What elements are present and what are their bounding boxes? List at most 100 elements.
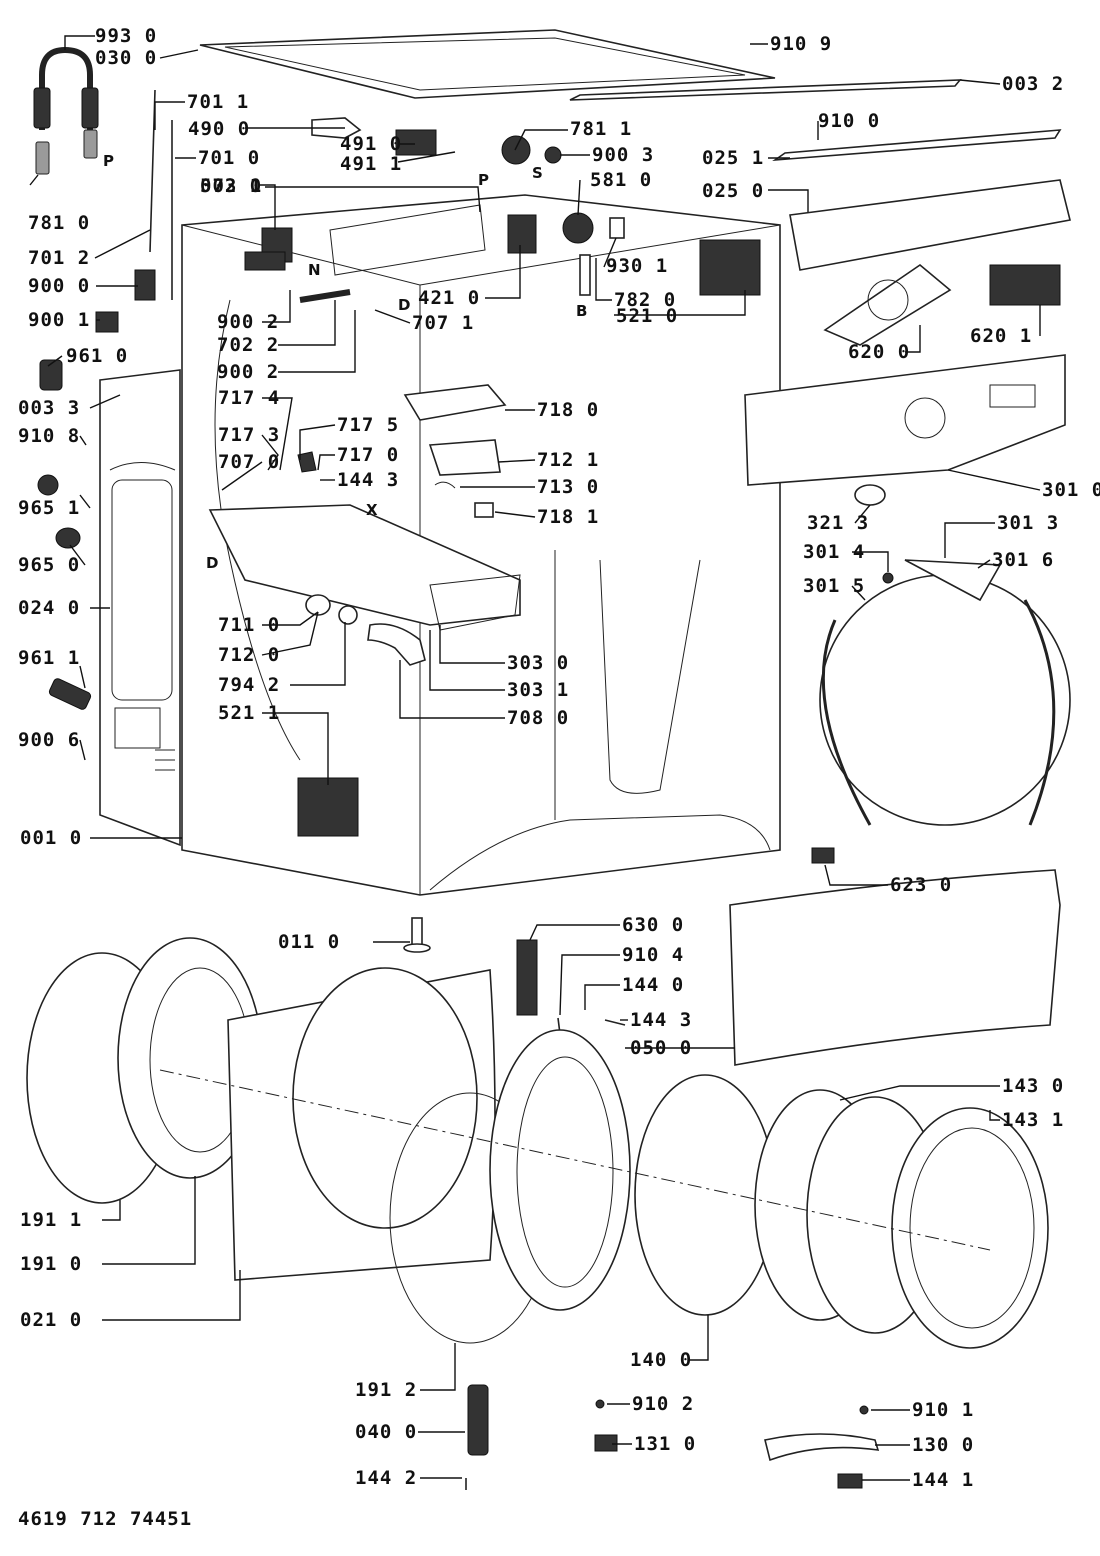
part-label: 900 1 xyxy=(28,309,90,331)
pressure-switch-581 xyxy=(562,212,594,244)
part-label: 140 0 xyxy=(630,1349,692,1371)
part-label: 794 2 xyxy=(218,674,280,696)
part-label: 965 1 xyxy=(18,497,80,519)
clip-900-0 xyxy=(134,269,156,301)
door-glass-140 xyxy=(634,1074,776,1316)
part-label: 303 1 xyxy=(507,679,569,701)
letter-marker: D xyxy=(398,296,410,314)
part-label: 521 0 xyxy=(616,305,678,327)
ring-144-0 xyxy=(489,1029,631,1311)
part-label: 011 0 xyxy=(278,931,340,953)
part-label: 718 0 xyxy=(537,399,599,421)
part-label: 491 0 xyxy=(340,133,402,155)
part-label: 030 0 xyxy=(95,47,157,69)
part-965-0 xyxy=(55,527,81,549)
part-label: 708 0 xyxy=(507,707,569,729)
front-panel-021 xyxy=(227,967,496,1281)
kickplate-050 xyxy=(729,869,1061,1066)
foot-011 xyxy=(403,917,431,953)
part-label: 620 1 xyxy=(970,325,1032,347)
part-label: 781 0 xyxy=(28,212,90,234)
part-label: 702 2 xyxy=(217,334,279,356)
door-143-1 xyxy=(891,1107,1049,1349)
board-620-1 xyxy=(989,264,1061,306)
part-label: 521 1 xyxy=(218,702,280,724)
dispenser-part xyxy=(208,504,521,631)
part-label: 717 0 xyxy=(337,444,399,466)
part-131 xyxy=(594,1434,618,1452)
clamp-900-3 xyxy=(544,146,562,164)
part-label: 490 0 xyxy=(188,118,250,140)
part-label: 910 1 xyxy=(912,1399,974,1421)
door-lock-630 xyxy=(516,939,538,1016)
letter-marker: D xyxy=(206,554,218,572)
letter-marker: N xyxy=(308,261,321,279)
part-label: 144 2 xyxy=(355,1467,417,1489)
part-label: 303 0 xyxy=(507,652,569,674)
letter-marker: B xyxy=(576,302,587,320)
part-label: 782 0 xyxy=(614,289,676,311)
part-965-1 xyxy=(37,474,59,496)
letter-marker: P xyxy=(103,152,114,170)
front-ring-301-3 xyxy=(819,559,1071,826)
knob-321 xyxy=(854,484,886,506)
part-label: 965 0 xyxy=(18,554,80,576)
part-label: 707 1 xyxy=(412,312,474,334)
part-label: 620 0 xyxy=(848,341,910,363)
part-label: 003 2 xyxy=(1002,73,1064,95)
hose-708 xyxy=(367,623,426,666)
control-panel-301 xyxy=(744,354,1066,486)
part-label: 572 0 xyxy=(200,175,262,197)
part-label: 900 2 xyxy=(217,361,279,383)
hinge-040 xyxy=(467,1384,489,1456)
panel-strip-part xyxy=(772,129,1062,162)
part-label: 900 0 xyxy=(28,275,90,297)
part-label: 021 0 xyxy=(20,1309,82,1331)
part-label: 001 0 xyxy=(20,827,82,849)
cabinet-part xyxy=(181,194,781,896)
rod-701-1 xyxy=(149,89,156,253)
part-label: 301 6 xyxy=(992,549,1054,571)
part-label: 930 1 xyxy=(606,255,668,277)
spring-713 xyxy=(434,481,456,489)
back-panel-part xyxy=(99,369,181,847)
component-421 xyxy=(507,214,537,254)
part-label: 701 0 xyxy=(198,147,260,169)
part-label: 301 5 xyxy=(803,575,865,597)
hose-702 xyxy=(299,289,351,303)
part-label: 623 0 xyxy=(890,874,952,896)
inlet-hose-part xyxy=(33,46,99,175)
part-label: 301 4 xyxy=(803,541,865,563)
part-label: 301 3 xyxy=(997,512,1059,534)
part-718-1 xyxy=(474,502,494,518)
part-label: 713 0 xyxy=(537,476,599,498)
part-label: 910 0 xyxy=(818,110,880,132)
part-label: 910 2 xyxy=(632,1393,694,1415)
leader-lines xyxy=(29,35,1041,1481)
ring-794 xyxy=(338,605,358,625)
part-label: 003 3 xyxy=(18,397,80,419)
part-label: 781 1 xyxy=(570,118,632,140)
part-label: 191 0 xyxy=(20,1253,82,1275)
part-label: 024 0 xyxy=(18,597,80,619)
screw-910-1 xyxy=(859,1405,869,1415)
component-930 xyxy=(609,217,625,239)
component-781 xyxy=(501,135,531,165)
module-521-1 xyxy=(297,777,359,837)
part-label: 712 1 xyxy=(537,449,599,471)
letter-marker: X xyxy=(366,501,378,519)
part-label: 717 3 xyxy=(218,424,280,446)
part-label: 712 0 xyxy=(218,644,280,666)
letter-marker: P xyxy=(478,171,489,189)
part-label: 993 0 xyxy=(95,25,157,47)
part-label: 003 1 xyxy=(200,175,262,197)
part-label: 144 0 xyxy=(622,974,684,996)
pump-961-0 xyxy=(39,359,63,391)
clip-900-1 xyxy=(95,311,119,333)
part-label: 707 0 xyxy=(218,451,280,473)
part-label: 321 3 xyxy=(807,512,869,534)
part-label: 900 6 xyxy=(18,729,80,751)
screw-910-2 xyxy=(595,1399,605,1409)
part-label: 421 0 xyxy=(418,287,480,309)
